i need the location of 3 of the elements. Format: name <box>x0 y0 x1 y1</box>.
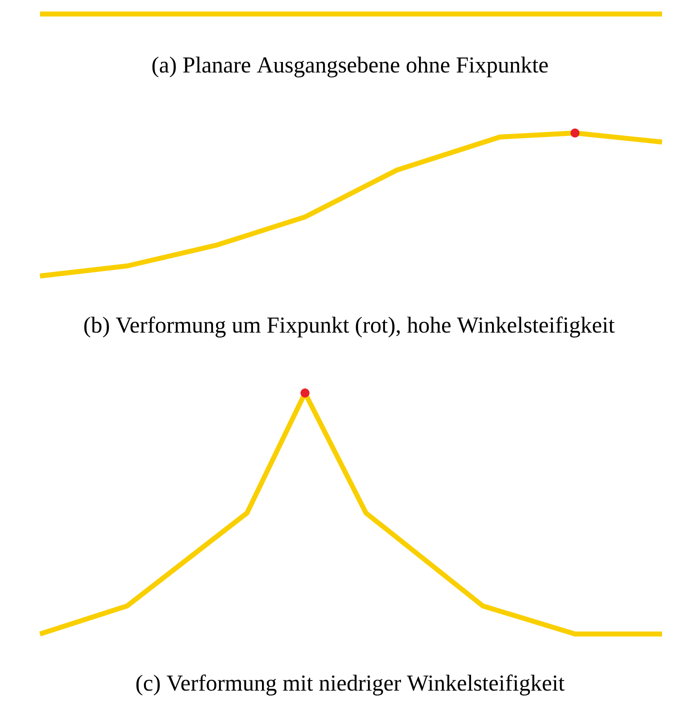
figure-caption: (b) Verformung um Fixpunkt (rot), hohe Winkelsteifigkeit <box>84 316 615 338</box>
figure-caption: (c) Verformung mit niedriger Winkelsteifigkeit <box>136 674 565 696</box>
figure-caption: (a) Planare Ausgangsebene ohne Fixpunkte <box>152 56 548 78</box>
